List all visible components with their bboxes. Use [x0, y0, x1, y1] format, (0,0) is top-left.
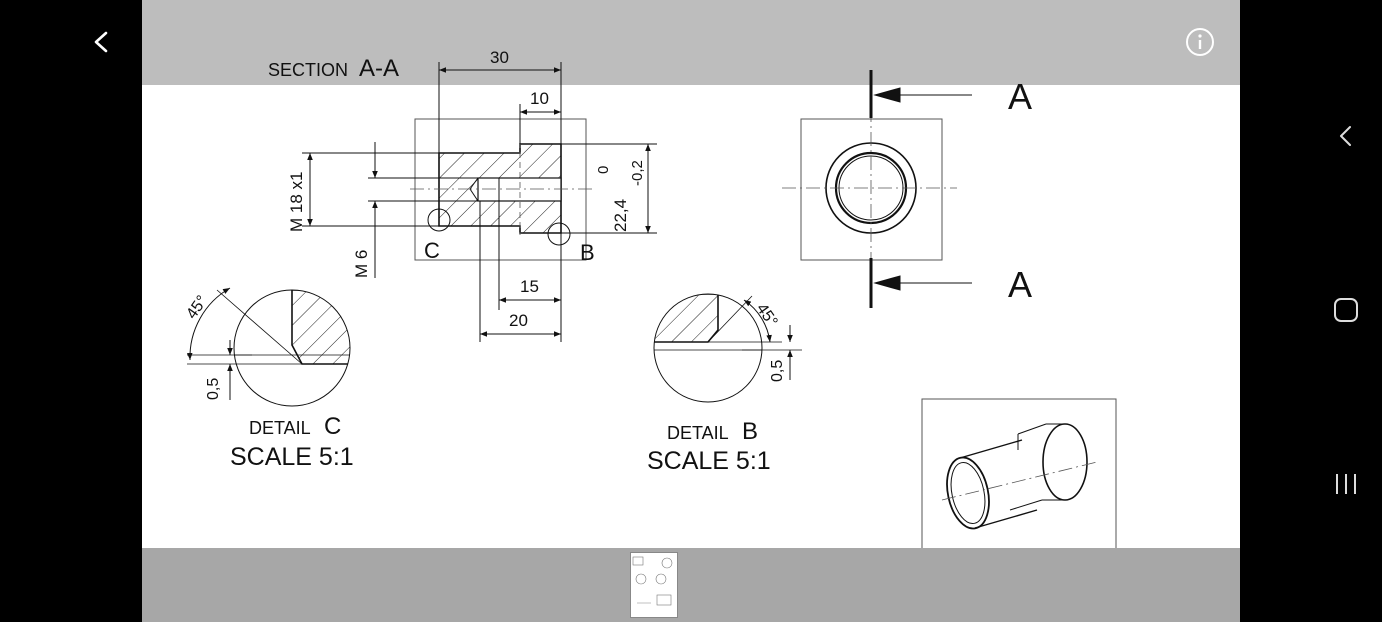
dim-30: 30 [490, 48, 509, 67]
image-viewer: SECTION A-A [142, 0, 1271, 622]
detail-b-view [653, 293, 802, 403]
back-button[interactable] [80, 20, 124, 64]
system-home-button[interactable] [1328, 292, 1364, 328]
dim-tol-lower: -0,2 [629, 160, 646, 186]
detail-c-marker-circle [427, 208, 451, 232]
dim-thread: M 18 x1 [287, 172, 306, 232]
system-nav-bar [1240, 0, 1382, 622]
front-view [782, 70, 972, 308]
section-label-big: A-A [359, 55, 399, 82]
thumbnail-preview-icon [632, 556, 673, 606]
marker-b: B [580, 240, 595, 265]
system-back-button[interactable] [1328, 118, 1364, 154]
dim-15: 15 [520, 277, 539, 296]
cut-label-a-bottom: A [1008, 264, 1032, 305]
detail-c-title-big: C [324, 413, 341, 440]
home-square-icon [1334, 298, 1358, 322]
cut-label-a-top: A [1008, 76, 1032, 117]
dim-20: 20 [509, 311, 528, 330]
detail-c-scale: SCALE 5:1 [230, 443, 354, 471]
dim-10: 10 [530, 89, 549, 108]
drawing-canvas: SECTION A-A [183, 48, 1117, 548]
section-view [410, 112, 592, 261]
detail-b-marker-circle [547, 222, 571, 246]
detail-b-title-small: DETAIL [667, 423, 729, 443]
isometric-view [921, 398, 1117, 548]
detail-b-size: 0,5 [769, 360, 786, 382]
detail-c-angle: 45° [183, 293, 211, 323]
thumbnail-selected[interactable] [630, 552, 678, 618]
marker-c: C [424, 238, 440, 263]
info-button[interactable] [1182, 24, 1218, 60]
recents-bars-icon [1336, 474, 1356, 494]
thumbnail-strip [142, 548, 1240, 622]
back-arrow-icon [94, 31, 108, 53]
info-icon [1186, 28, 1214, 56]
section-label-small: SECTION [268, 60, 348, 80]
detail-c-size: 0,5 [205, 378, 222, 400]
detail-b-title-big: B [742, 418, 758, 445]
detail-c-title-small: DETAIL [249, 418, 311, 438]
dim-22-4: 22,4 [611, 199, 630, 232]
chevron-left-icon [1340, 126, 1351, 146]
system-recents-button[interactable] [1328, 466, 1364, 502]
detail-b-scale: SCALE 5:1 [647, 447, 771, 475]
dim-tol-upper: 0 [595, 166, 612, 174]
dim-m6: M 6 [352, 250, 371, 278]
